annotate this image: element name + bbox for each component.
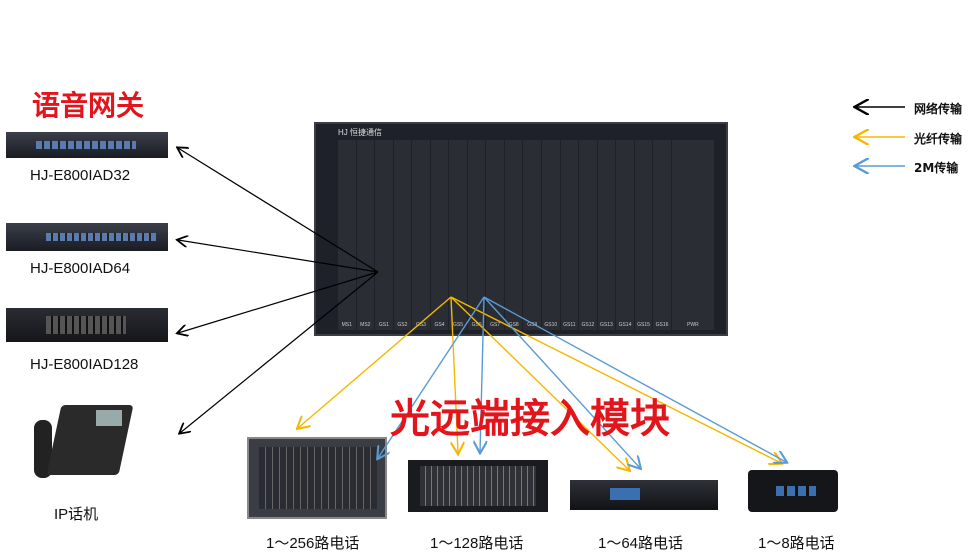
net-line-iad64 (178, 240, 379, 273)
slot-label: MS1 (341, 322, 352, 328)
chassis-slot: PWR (671, 140, 714, 330)
e1-line-64 (483, 296, 640, 468)
chassis-slot: GS11 (560, 140, 579, 330)
chassis-slot: GS7 (486, 140, 504, 330)
remote-64-device (570, 480, 718, 510)
iad128-label: HJ-E800IAD128 (30, 356, 139, 373)
chassis-slot: GS13 (597, 140, 616, 330)
iad32-label: HJ-E800IAD32 (30, 167, 131, 184)
slot-label: GS15 (637, 322, 650, 328)
optical-remote-title: 光远端接入模块 (390, 396, 670, 442)
iad32-device (6, 132, 168, 158)
slot-label: GS6 (471, 322, 482, 328)
slot-label: GS11 (563, 322, 576, 328)
iad128-device (6, 308, 168, 342)
chassis-slot: MS2 (356, 140, 375, 330)
slot-label: GS13 (600, 322, 613, 328)
e1-line-256 (378, 296, 485, 458)
slot-label: GS16 (655, 322, 669, 328)
slot-label: GS12 (581, 322, 595, 328)
chassis-slot: GS12 (579, 140, 597, 330)
chassis-slots: MS1 MS2 GS1 GS2 GS3 GS4 GS5 GS6 GS7 GS8 GS9 GS10 GS1… (338, 140, 714, 330)
fiber-line-8 (450, 296, 781, 463)
chassis-slot: GS4 (430, 140, 449, 330)
slot-label: GS14 (618, 322, 632, 328)
remote-256-device (247, 437, 387, 519)
chassis-slot: GS9 (523, 140, 542, 330)
chassis-slot: GS15 (634, 140, 653, 330)
slot-label: GS7 (490, 322, 501, 328)
voice-gateway-title: 语音网关 (32, 89, 145, 122)
chassis-brand: HJ 恒捷通信 (338, 128, 382, 137)
e1-line-8 (483, 296, 786, 462)
slot-label: GS3 (415, 322, 426, 328)
legend-network: 网络传输 (914, 102, 963, 116)
fiber-line-256 (298, 296, 452, 428)
net-line-iad32 (178, 148, 379, 273)
net-line-phone (180, 271, 379, 433)
main-chassis: HJ 恒捷通信 MS1 MS2 GS1 GS2 GS3 GS4 GS5 GS6 GS7 GS8 GS… (314, 122, 728, 336)
chassis-slot: GS5 (449, 140, 467, 330)
slot-label: GS1 (378, 322, 389, 328)
slot-label: GS10 (544, 322, 558, 328)
remote-128-label: 1～128路电话 (430, 535, 524, 552)
chassis-slot: GS2 (393, 140, 412, 330)
legend-fiber: 光纤传输 (914, 132, 963, 146)
slot-label: GS2 (397, 322, 408, 328)
chassis-slot: GS14 (616, 140, 634, 330)
e1-line-128 (480, 296, 484, 452)
iad64-label: HJ-E800IAD64 (30, 260, 131, 277)
chassis-slot: GS16 (653, 140, 671, 330)
remote-128-device (408, 460, 548, 512)
slot-label: PWR (687, 322, 699, 328)
remote-256-label: 1～256路电话 (266, 535, 360, 552)
slot-label: GS8 (508, 322, 519, 328)
ip-phone (34, 400, 134, 480)
chassis-slot: GS10 (542, 140, 560, 330)
remote-64-label: 1～64路电话 (598, 535, 684, 552)
chassis-slot: GS1 (375, 140, 393, 330)
slot-label: GS5 (453, 322, 464, 328)
slot-label: GS4 (434, 322, 445, 328)
fiber-line-64 (450, 296, 629, 470)
legend-2m: 2M传输 (914, 161, 959, 175)
slot-label: GS9 (527, 322, 538, 328)
slot-label: MS2 (360, 322, 371, 328)
net-line-iad128 (178, 271, 379, 333)
ip-phone-label: IP话机 (54, 506, 99, 523)
chassis-slot: GS8 (504, 140, 523, 330)
chassis-slot: GS3 (412, 140, 430, 330)
remote-8-device (748, 470, 838, 512)
chassis-slot: GS6 (467, 140, 486, 330)
remote-8-label: 1～8路电话 (758, 535, 835, 552)
fiber-line-128 (450, 296, 458, 453)
iad64-device (6, 223, 168, 251)
